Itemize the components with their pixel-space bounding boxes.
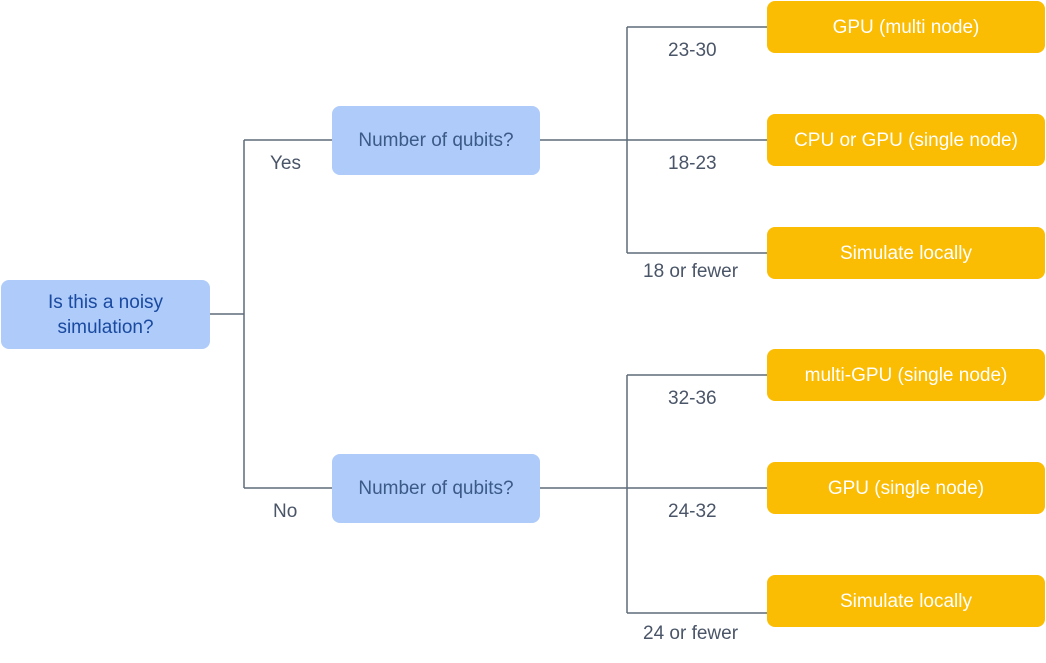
no-outcome-node-3: Simulate locally (767, 575, 1045, 627)
yes-outcome-node-1: GPU (multi node) (767, 1, 1045, 53)
no-outcome-node-2: GPU (single node) (767, 462, 1045, 514)
yes-question-node: Number of qubits? (332, 106, 540, 175)
branch-label-yes: Yes (270, 153, 301, 174)
yes-range-label-1: 23-30 (668, 40, 717, 61)
no-outcome-text-2: GPU (single node) (827, 477, 985, 499)
yes-outcome-node-3: Simulate locally (767, 227, 1045, 279)
branch-label-no: No (273, 501, 298, 522)
yes-outcome-text-2: CPU or GPU (single node) (794, 129, 1018, 151)
no-question-node: Number of qubits? (332, 454, 540, 523)
yes-range-label-2: 18-23 (668, 153, 717, 174)
yes-question-text: Number of qubits? (358, 130, 514, 151)
yes-range-label-3: 18 or fewer (643, 261, 739, 282)
yes-outcome-node-2: CPU or GPU (single node) (767, 114, 1045, 166)
root-question-text: Is this a noisy simulation? (47, 291, 164, 338)
no-outcome-text-1: multi-GPU (single node) (804, 364, 1008, 386)
no-range-label-1: 32-36 (668, 388, 717, 409)
no-question-text: Number of qubits? (358, 478, 514, 499)
no-outcome-node-1: multi-GPU (single node) (767, 349, 1045, 401)
no-outcome-text-3: Simulate locally (840, 590, 972, 612)
no-range-label-2: 24-32 (668, 501, 717, 522)
no-range-label-3: 24 or fewer (643, 623, 739, 644)
yes-outcome-text-1: GPU (multi node) (832, 16, 980, 38)
root-question-node: Is this a noisy simulation? (1, 280, 210, 349)
yes-outcome-text-3: Simulate locally (840, 242, 972, 264)
